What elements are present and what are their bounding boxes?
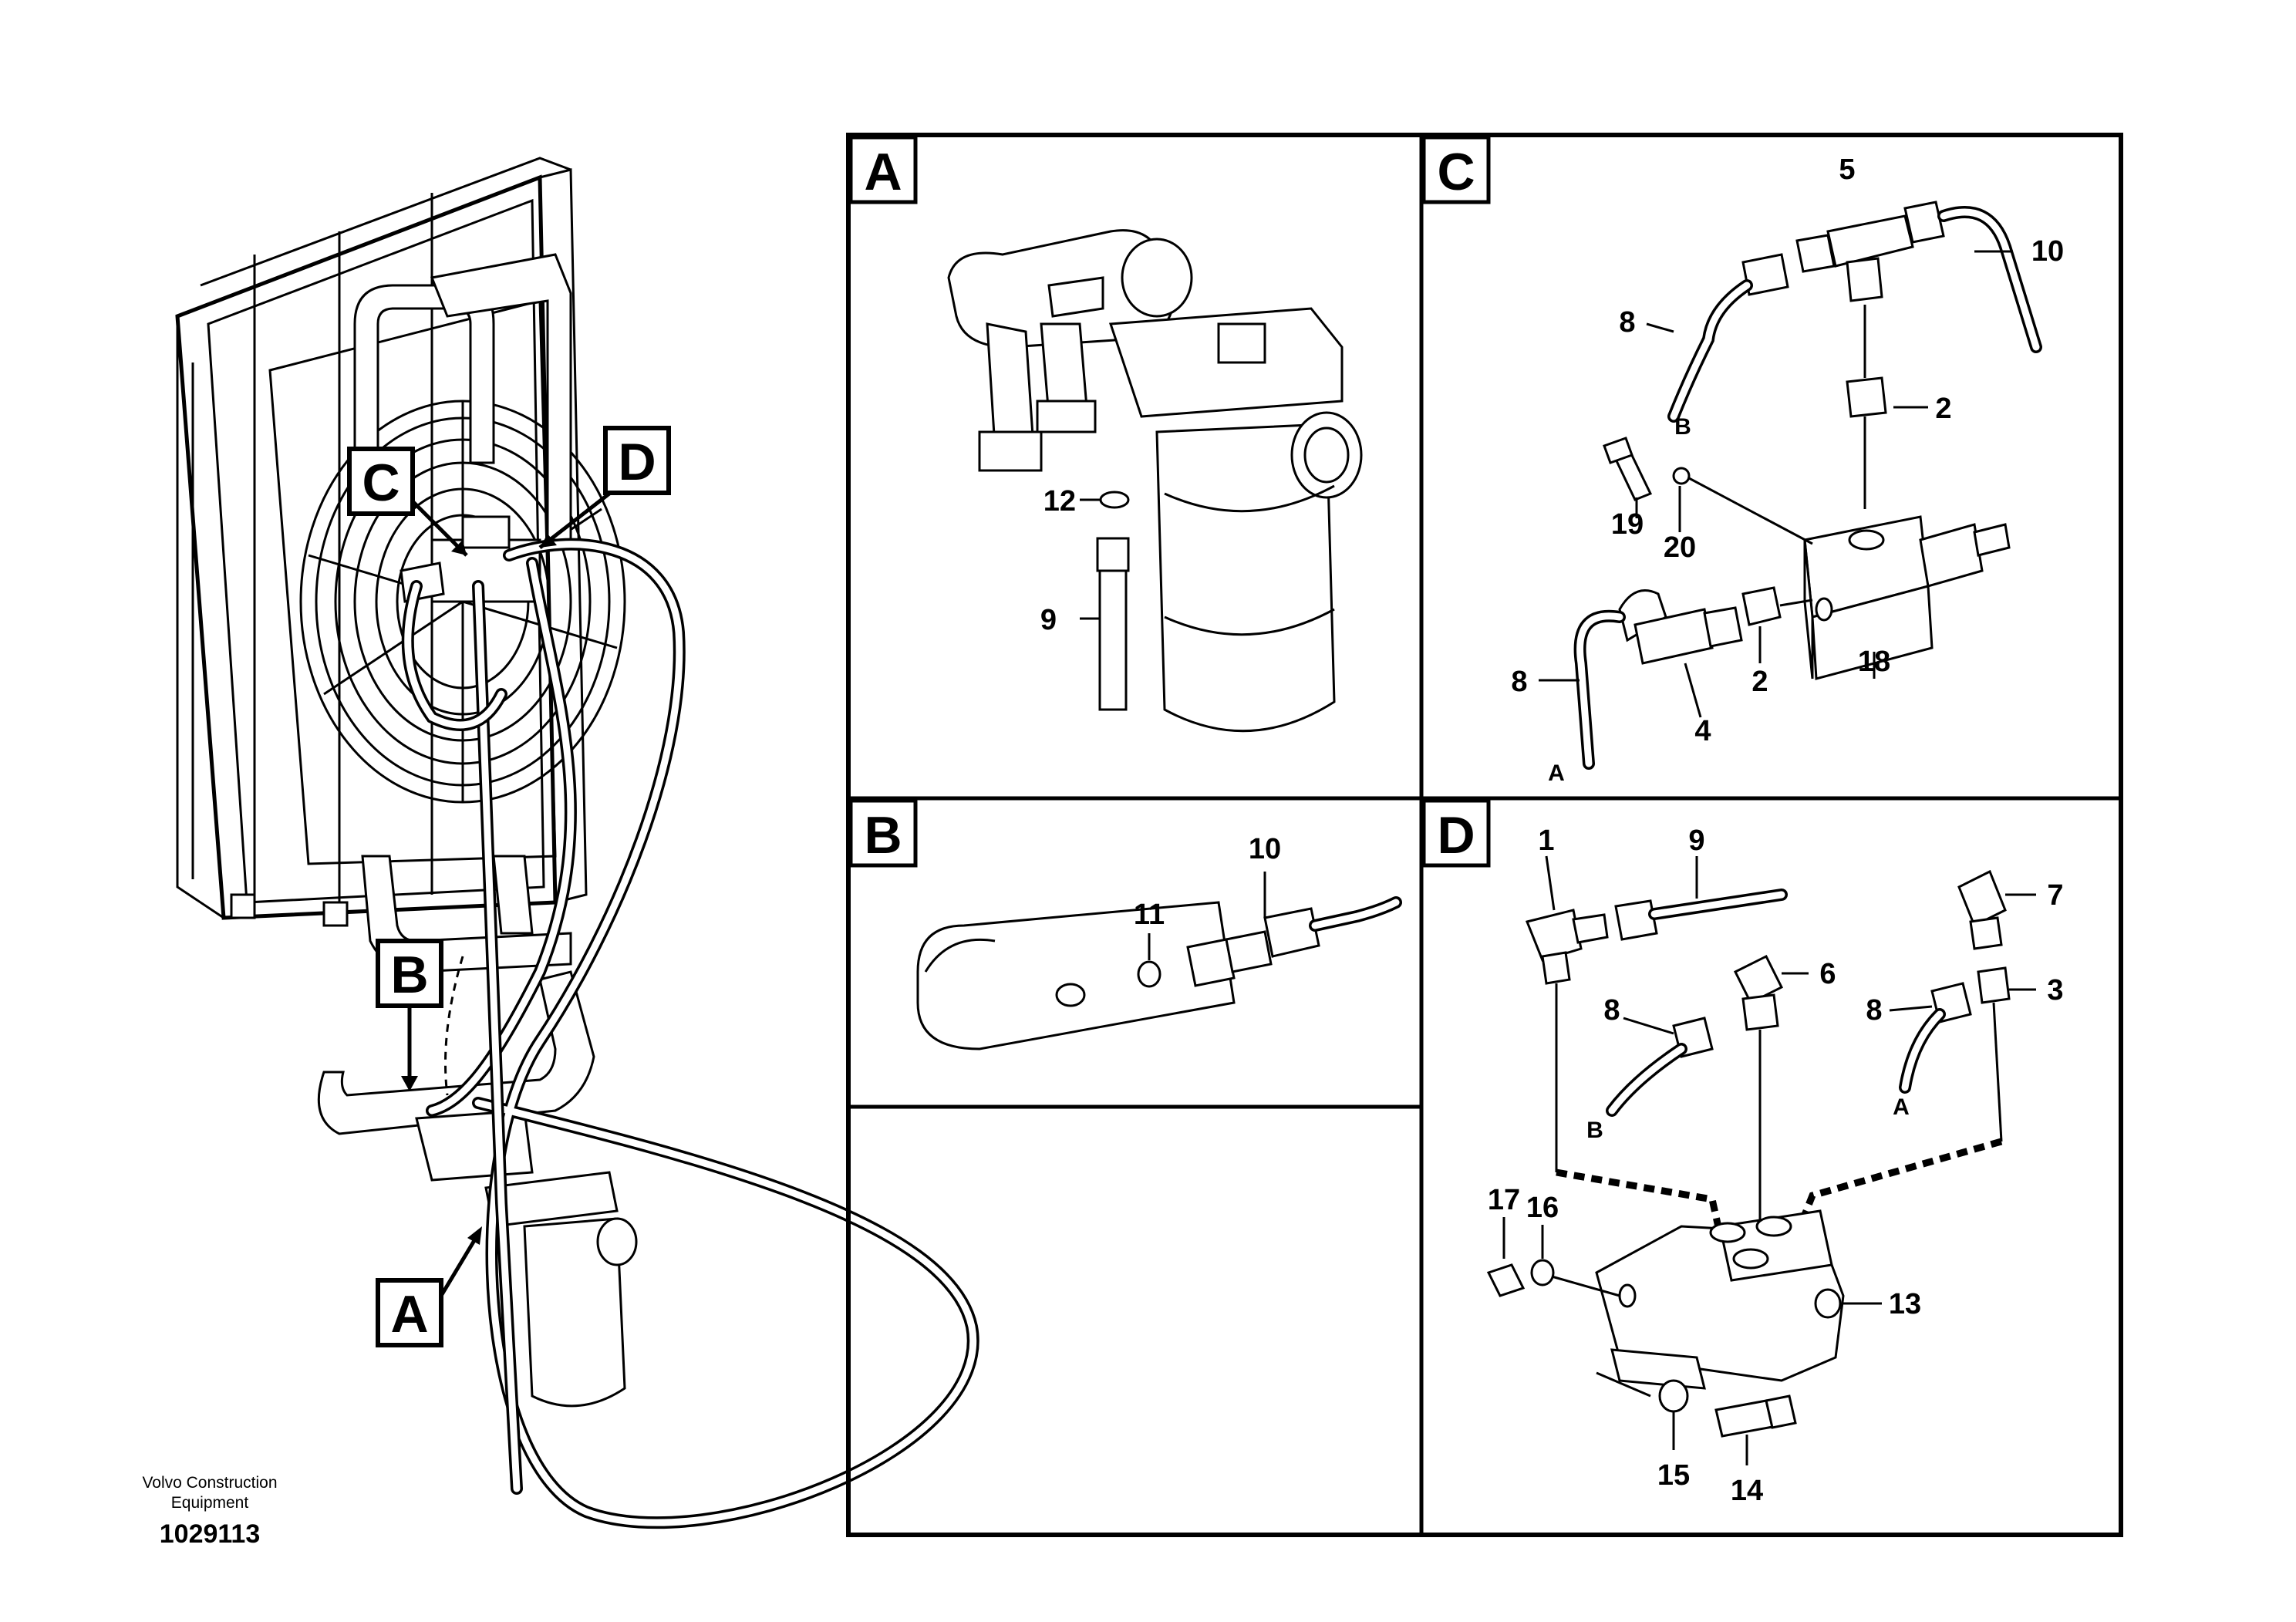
svg-text:A: A (1893, 1094, 1910, 1120)
document-number: 1029113 (160, 1519, 261, 1549)
overview-callout-d: D (538, 426, 671, 549)
svg-text:D: D (1437, 806, 1475, 865)
svg-text:A: A (864, 143, 902, 201)
svg-text:20: 20 (1664, 531, 1696, 564)
svg-text:14: 14 (1731, 1475, 1763, 1507)
svg-text:C: C (1437, 143, 1475, 201)
overview-callout-c: C (347, 447, 468, 557)
panel-d: D (1421, 798, 2064, 1507)
panel-b: B 11 10 (848, 798, 1402, 1050)
svg-text:A: A (1548, 760, 1565, 786)
svg-text:10: 10 (2031, 235, 2064, 268)
svg-text:11: 11 (1134, 899, 1165, 931)
svg-text:B: B (864, 806, 902, 865)
svg-text:13: 13 (1889, 1288, 1921, 1320)
svg-text:9: 9 (1040, 604, 1057, 636)
svg-text:8: 8 (1603, 994, 1620, 1027)
svg-text:B: B (1674, 414, 1691, 440)
svg-text:3: 3 (2047, 974, 2063, 1007)
svg-text:2: 2 (1935, 393, 1951, 425)
svg-text:17: 17 (1488, 1184, 1520, 1216)
cooler-assembly-illustration (175, 157, 979, 1529)
svg-text:16: 16 (1526, 1192, 1559, 1224)
svg-text:7: 7 (2047, 879, 2063, 912)
footer: Volvo Construction Equipment 1029113 (142, 1474, 277, 1549)
svg-text:12: 12 (1043, 485, 1076, 518)
svg-text:9: 9 (1688, 824, 1704, 857)
svg-text:8: 8 (1866, 994, 1882, 1027)
svg-text:2: 2 (1752, 666, 1768, 698)
svg-text:10: 10 (1249, 833, 1281, 865)
panels-frame (846, 133, 2123, 1537)
svg-text:C: C (362, 454, 400, 512)
svg-text:8: 8 (1619, 306, 1635, 339)
publisher-credit-line1: Volvo Construction (142, 1474, 277, 1492)
overview-callout-b: B (376, 939, 443, 1091)
panel-c: C (1421, 135, 2064, 786)
svg-text:B: B (390, 946, 428, 1004)
svg-text:19: 19 (1611, 508, 1644, 541)
publisher-credit-line2: Equipment (171, 1494, 249, 1512)
panel-a: A 12 9 (848, 135, 1363, 733)
svg-text:8: 8 (1511, 666, 1527, 698)
svg-text:18: 18 (1858, 646, 1890, 678)
svg-text:6: 6 (1819, 958, 1836, 990)
svg-text:D: D (618, 433, 656, 491)
svg-text:4: 4 (1694, 715, 1711, 747)
svg-text:15: 15 (1657, 1459, 1690, 1492)
svg-text:1: 1 (1538, 824, 1554, 857)
svg-text:B: B (1586, 1118, 1603, 1143)
svg-text:A: A (390, 1285, 428, 1344)
svg-text:5: 5 (1839, 153, 1855, 186)
overview-callout-a: A (376, 1226, 482, 1347)
